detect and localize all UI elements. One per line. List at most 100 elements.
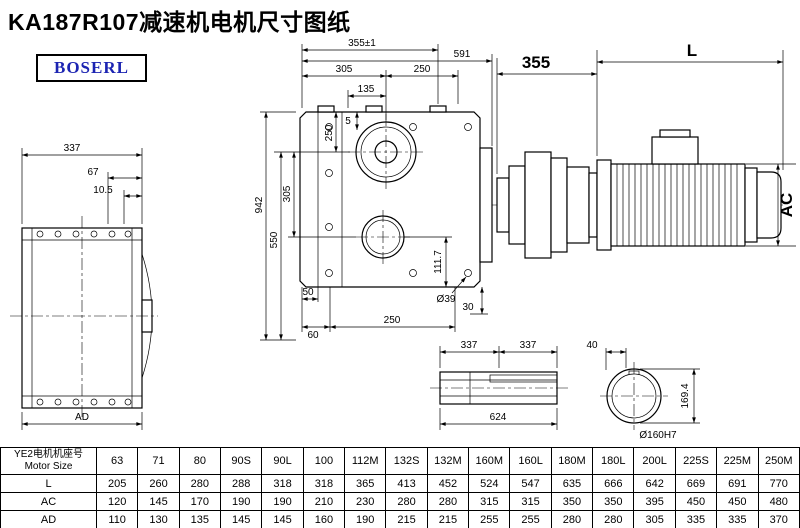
row-label-L: L — [0, 474, 97, 493]
page-title: KA187R107减速机电机尺寸图纸 — [8, 9, 351, 35]
col-size: 100 — [302, 447, 346, 475]
dim-front-5: 5 — [345, 116, 351, 127]
cell: 215 — [385, 510, 428, 528]
cell: 547 — [509, 474, 552, 493]
col-size: 250M — [757, 447, 800, 475]
motor-fins — [616, 164, 738, 246]
col-size: 180L — [592, 447, 635, 475]
dim-shaft-337a: 337 — [461, 340, 478, 351]
motor-size-table: YE2电机机座号 Motor Size 63 71 80 90S 90L 100… — [0, 447, 800, 528]
dim-front-550: 550 — [269, 231, 280, 248]
col-size: 132S — [385, 447, 428, 475]
row-label-AC: AC — [0, 492, 97, 511]
cell: 413 — [385, 474, 428, 493]
technical-drawing: 337 67 10.5 AD — [10, 38, 796, 441]
cell: 190 — [261, 492, 304, 511]
gearbox-housing-outline — [299, 111, 481, 288]
dim-front-250-b: 250 — [384, 315, 401, 326]
boserl-logo: BOSERL — [36, 54, 147, 82]
cell: 145 — [220, 510, 263, 528]
dim-front-135: 135 — [358, 84, 375, 95]
cell: 255 — [509, 510, 552, 528]
terminal-box — [651, 136, 699, 165]
cell: 145 — [261, 510, 304, 528]
cell: 255 — [468, 510, 511, 528]
dim-front-591: 591 — [454, 49, 471, 60]
cell: 770 — [757, 474, 800, 493]
dim-side-AD: AD — [75, 412, 89, 423]
dim-side-10-5: 10.5 — [93, 185, 113, 196]
cell: 395 — [633, 492, 676, 511]
header-cn: YE2电机机座号 — [14, 449, 83, 460]
dim-front-30: 30 — [462, 302, 474, 313]
cell: 215 — [426, 510, 470, 528]
cell: 210 — [302, 492, 346, 511]
dim-front-305-h: 305 — [336, 64, 353, 75]
table-row-AD: AD 110 130 135 145 145 160 190 215 215 2… — [0, 510, 800, 528]
col-size: 90S — [220, 447, 263, 475]
col-size: 200L — [633, 447, 676, 475]
cell: 170 — [178, 492, 222, 511]
cell: 120 — [95, 492, 139, 511]
dim-front-50: 50 — [302, 287, 314, 298]
cell: 666 — [592, 474, 635, 493]
cell: 205 — [95, 474, 139, 493]
fan-cover — [756, 171, 782, 239]
col-size: 132M — [426, 447, 470, 475]
dim-motor-AC: AC — [777, 193, 796, 218]
col-size: 80 — [178, 447, 222, 475]
cell: 635 — [550, 474, 594, 493]
col-size: 180M — [550, 447, 594, 475]
input-flange-strip — [479, 147, 493, 263]
cell: 350 — [550, 492, 594, 511]
cell: 335 — [674, 510, 718, 528]
cell: 130 — [137, 510, 180, 528]
cell: 280 — [385, 492, 428, 511]
cell: 145 — [137, 492, 180, 511]
cell: 524 — [468, 474, 511, 493]
motor-assembly-view: 355 L AC — [492, 41, 796, 259]
cell: 190 — [344, 510, 387, 528]
dim-side-67: 67 — [87, 167, 99, 178]
col-size: 225S — [674, 447, 718, 475]
col-size: 160M — [468, 447, 511, 475]
dim-bore-d160: Ø160H7 — [639, 430, 677, 441]
dim-front-d39: Ø39 — [437, 294, 456, 305]
dim-bore-40: 40 — [586, 340, 598, 351]
motor-flange — [596, 159, 612, 251]
cell: 450 — [716, 492, 759, 511]
cell: 230 — [344, 492, 387, 511]
cell: 280 — [178, 474, 222, 493]
dim-shaft-337b: 337 — [520, 340, 537, 351]
dim-front-60: 60 — [307, 330, 319, 341]
dim-front-250-v: 250 — [324, 124, 335, 141]
dim-front-305-v: 305 — [282, 185, 293, 202]
col-size: 160L — [509, 447, 552, 475]
cell: 280 — [550, 510, 594, 528]
bell-housing — [524, 151, 552, 259]
dim-front-111-7: 111.7 — [433, 250, 444, 274]
side-view: 337 67 10.5 AD — [10, 143, 158, 430]
col-size: 112M — [344, 447, 387, 475]
cell: 370 — [757, 510, 800, 528]
cell: 110 — [95, 510, 139, 528]
cell: 315 — [468, 492, 511, 511]
col-size: 71 — [137, 447, 180, 475]
cell: 642 — [633, 474, 676, 493]
dim-side-337: 337 — [64, 143, 81, 154]
table-row-L: L 205 260 280 288 318 318 365 413 452 52… — [0, 474, 800, 493]
cell: 280 — [592, 510, 635, 528]
table-header-row: YE2电机机座号 Motor Size 63 71 80 90S 90L 100… — [0, 447, 800, 475]
cell: 480 — [757, 492, 800, 511]
cell: 450 — [674, 492, 718, 511]
output-shaft-view: 337 337 624 — [430, 340, 568, 430]
front-view: 355±1 591 305 250 135 942 550 305 250 5 … — [254, 38, 493, 341]
dim-bore-169-4: 169.4 — [680, 383, 691, 408]
cell: 318 — [302, 474, 346, 493]
cell: 305 — [633, 510, 676, 528]
cell: 452 — [426, 474, 470, 493]
cell: 669 — [674, 474, 718, 493]
cell: 288 — [220, 474, 263, 493]
cell: 691 — [716, 474, 759, 493]
dim-front-942: 942 — [254, 196, 265, 213]
